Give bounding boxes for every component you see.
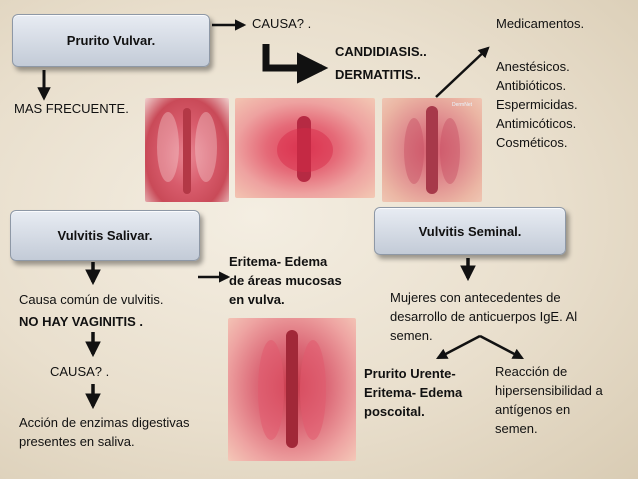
vulvar-cause-text: CAUSA? .	[252, 16, 312, 31]
salivar-cause-text: CAUSA? .	[50, 364, 110, 379]
arrow-cause-to-diagnoses	[262, 44, 329, 84]
history-line: desarrollo de anticuerpos IgE. Al	[390, 309, 578, 324]
arrow-to-reaction	[479, 334, 524, 360]
mas-frecuente-text: MAS FRECUENTE.	[14, 101, 129, 116]
erythema-line: Eritema- Edema	[229, 254, 328, 269]
common-cause-text: Causa común de vulvitis.	[19, 292, 164, 307]
arrow-to-pruritus	[436, 334, 481, 360]
erythema-text: Eritema- Edema de áreas mucosas en vulva…	[229, 252, 342, 309]
pruritus-line: Eritema- Edema	[364, 385, 463, 400]
enzymes-text: Acción de enzimas digestivas presentes e…	[19, 413, 190, 451]
prurito-vulvar-title: Prurito Vulvar.	[66, 33, 156, 48]
medicamentos-title: Medicamentos.	[496, 16, 585, 31]
history-line: Mujeres con antecedentes de	[390, 290, 561, 305]
erythema-line: en vulva.	[229, 292, 285, 307]
no-vaginitis-text: NO HAY VAGINITIS .	[19, 314, 144, 329]
photo-watermark: DermNet	[452, 102, 473, 108]
medication-item: Antimicóticos.	[496, 116, 577, 131]
reaction-line: hipersensibilidad a	[495, 383, 603, 398]
prurito-vulvar-box: Prurito Vulvar.	[12, 14, 210, 67]
pruritus-line: Prurito Urente-	[364, 366, 456, 381]
arrow-diagnoses-to-medications	[435, 46, 490, 98]
photo-vulvar-2	[235, 98, 375, 198]
photo-vulvar-1	[145, 98, 229, 202]
erythema-line: de áreas mucosas	[229, 273, 342, 288]
dermatitis-text: DERMATITIS..	[335, 67, 421, 82]
candidiasis-text: CANDIDIASIS..	[335, 44, 427, 59]
pruritus-text: Prurito Urente- Eritema- Edema poscoital…	[364, 364, 462, 421]
medication-item: Anestésicos.	[496, 59, 570, 74]
pruritus-line: poscoital.	[364, 404, 425, 419]
vulvitis-salivar-box: Vulvitis Salivar.	[10, 210, 200, 261]
medication-item: Espermicidas.	[496, 97, 578, 112]
enzymes-line: presentes en saliva.	[19, 434, 135, 449]
photo-vulvar-3: DermNet	[382, 98, 482, 202]
history-line: semen.	[390, 328, 433, 343]
vulvitis-seminal-title: Vulvitis Seminal.	[418, 223, 522, 239]
history-text: Mujeres con antecedentes de desarrollo d…	[390, 288, 577, 345]
reaction-line: antígenos en	[495, 402, 571, 417]
reaction-text: Reacción de hipersensibilidad a antígeno…	[495, 362, 603, 438]
medication-item: Antibióticos.	[496, 78, 567, 93]
photo-salivar	[228, 318, 356, 461]
enzymes-line: Acción de enzimas digestivas	[19, 415, 190, 430]
vulvitis-seminal-box: Vulvitis Seminal.	[374, 207, 566, 255]
reaction-line: Reacción de	[495, 364, 568, 379]
vulvitis-salivar-title: Vulvitis Salivar.	[57, 228, 153, 243]
reaction-line: semen.	[495, 421, 538, 436]
medication-item: Cosméticos.	[496, 135, 568, 150]
medications-list: Anestésicos. Antibióticos. Espermicidas.…	[496, 57, 578, 152]
